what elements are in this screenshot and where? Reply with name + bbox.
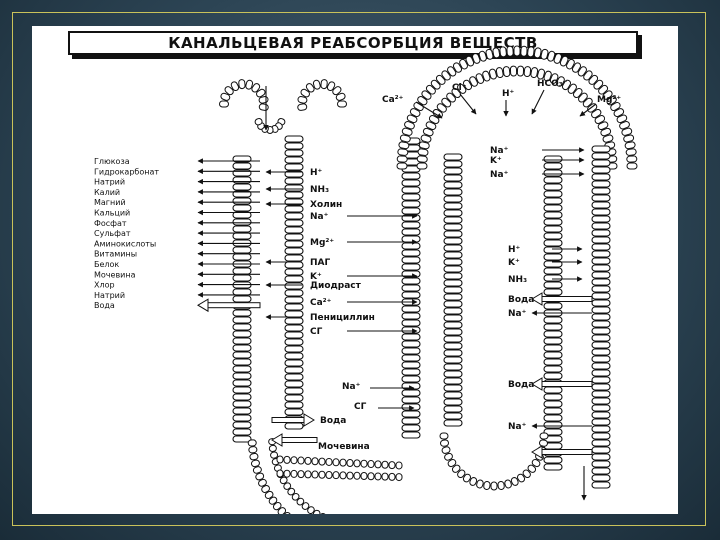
top-hco3-arrow [531, 89, 545, 115]
left-substance-label: Глюкоза [94, 157, 130, 166]
top-label: Cl⁻ [452, 83, 467, 93]
proximal-label: H⁺ [310, 168, 323, 178]
distal-right-label: Na⁺ [508, 422, 527, 432]
top-label: Mg²⁺ [597, 95, 621, 105]
loop-label: Мочевина [318, 442, 370, 452]
middle-u-bottom [439, 432, 549, 491]
capsule-left-cup [219, 79, 269, 111]
top-ca-arrow [415, 101, 443, 119]
loop-bottom [276, 455, 403, 482]
proximal-label: K⁺ [310, 272, 322, 282]
loop-outer-left [247, 439, 291, 514]
loop-label: Вода [320, 416, 346, 426]
distal-outer-wall [591, 145, 611, 489]
distal-right-label: NH₃ [508, 275, 527, 285]
top-cl-arrow [459, 93, 477, 115]
proximal-label: Пенициллин [310, 313, 375, 323]
ascending-outer-wall [401, 137, 421, 439]
proximal-label: Ca²⁺ [310, 298, 332, 308]
proximal-label: Холин [310, 200, 342, 210]
capsule-neck [254, 118, 286, 134]
top-label: H⁺ [502, 89, 515, 99]
left-substance-label: Мочевина [94, 270, 136, 279]
distal-right-label: Вода [508, 380, 534, 390]
left-substance-label: Хлор [94, 281, 115, 290]
left-substance-label: Белок [94, 260, 119, 269]
distal-inner-label: Na⁺ [490, 146, 509, 156]
left-substance-label: Натрий [94, 291, 125, 300]
proximal-label: Na⁺ [310, 212, 329, 222]
left-substance-label: Фосфат [94, 219, 127, 228]
proximal-label: Диодраст [310, 281, 362, 291]
loop-label: Na⁺ [342, 382, 361, 392]
distal-right-label: K⁺ [508, 258, 520, 268]
diagram-title: КАНАЛЬЦЕВАЯ РЕАБСОРБЦИЯ ВЕЩЕСТВ [68, 31, 638, 55]
distal-reabsorption-arrow [531, 377, 593, 391]
distal-right-label: H⁺ [508, 245, 521, 255]
top-mg-arrow [579, 103, 597, 117]
proximal-label: Mg²⁺ [310, 238, 334, 248]
distal-right-label: Вода [508, 295, 534, 305]
left-reabsorption-arrow [197, 298, 261, 313]
proximal-inner-wall [284, 135, 304, 430]
loop-inner-left [268, 438, 327, 514]
proximal-label: ПАГ [310, 258, 330, 268]
loop-label: СГ [354, 402, 367, 412]
distal-inner-label: Na⁺ [490, 170, 509, 180]
left-substance-label: Аминокислоты [94, 239, 156, 248]
capsule-right-cup [297, 79, 347, 111]
ascending-inner-wall [443, 153, 463, 427]
top-label: Ca²⁺ [382, 95, 404, 105]
left-substance-label: Натрий [94, 178, 125, 187]
proximal-outer-wall [232, 155, 252, 443]
left-substance-label: Витамины [94, 250, 137, 259]
left-substance-label: Сульфат [94, 229, 131, 238]
left-substance-label: Калий [94, 188, 120, 197]
top-arch-outer [396, 45, 638, 170]
distal-right-label: Na⁺ [508, 309, 527, 319]
collecting-water-arrow [531, 445, 593, 459]
proximal-label: СГ [310, 327, 323, 337]
distal-inner-label: K⁺ [490, 156, 502, 166]
distal-reabsorption-arrow [531, 292, 593, 306]
loop-urea-arrow [271, 433, 318, 447]
left-substance-label: Вода [94, 301, 115, 310]
loop-water-arrow [271, 413, 315, 427]
slide-frame [12, 12, 706, 526]
nephron-diagram: ГлюкозаГидрокарбонатНатрийКалийМагнийКал… [94, 45, 638, 514]
left-substance-label: Гидрокарбонат [94, 167, 159, 176]
top-label: HCO₃⁻ [537, 79, 568, 89]
left-substance-label: Кальций [94, 209, 130, 218]
left-substance-label: Магний [94, 198, 126, 207]
proximal-label: NH₃ [310, 185, 329, 195]
